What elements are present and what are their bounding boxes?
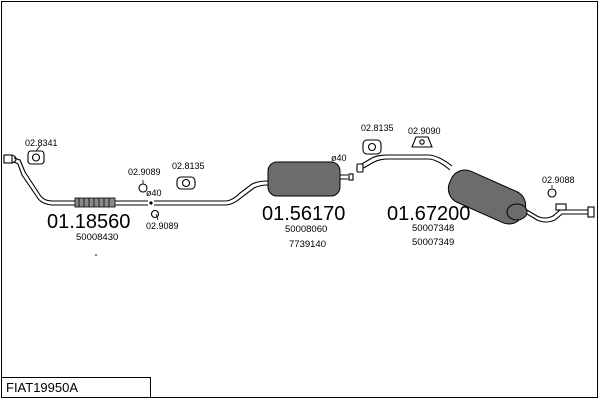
rear-mounts: [362, 136, 557, 198]
part-callout: 02.9090: [408, 126, 441, 136]
part-callout: 02.9089: [146, 221, 179, 231]
part-callout: ø40: [331, 153, 347, 163]
part-callout: 02.8135: [361, 123, 394, 133]
part-callout: 02.8135: [172, 161, 205, 171]
middle-pipe: [154, 161, 354, 206]
part-callout: ø40: [146, 188, 162, 198]
part-callout: 02.8341: [25, 138, 58, 148]
section-ref: 50008060: [285, 224, 327, 235]
section-ref: 50008430: [76, 232, 118, 243]
section-code: 01.67200: [387, 203, 470, 225]
section-ref: 50007349: [412, 237, 454, 248]
section-code: 01.56170: [262, 203, 345, 225]
middle-mounts: [138, 176, 196, 221]
section-ref: 7739140: [289, 239, 326, 250]
flex-section: [74, 197, 116, 208]
rear-pipe: [356, 154, 595, 225]
front-pipe: [3, 154, 153, 208]
section-ref: 50007348: [412, 223, 454, 234]
diagram-title: FIAT19950A: [1, 377, 151, 398]
part-callout: 02.9089: [128, 167, 161, 177]
middle-muffler: [267, 161, 341, 197]
manifold-flange-plate: [3, 154, 13, 164]
part-callout: 02.9088: [542, 175, 575, 185]
section-code: 01.18560: [47, 211, 130, 233]
front-clamp: [27, 145, 45, 165]
